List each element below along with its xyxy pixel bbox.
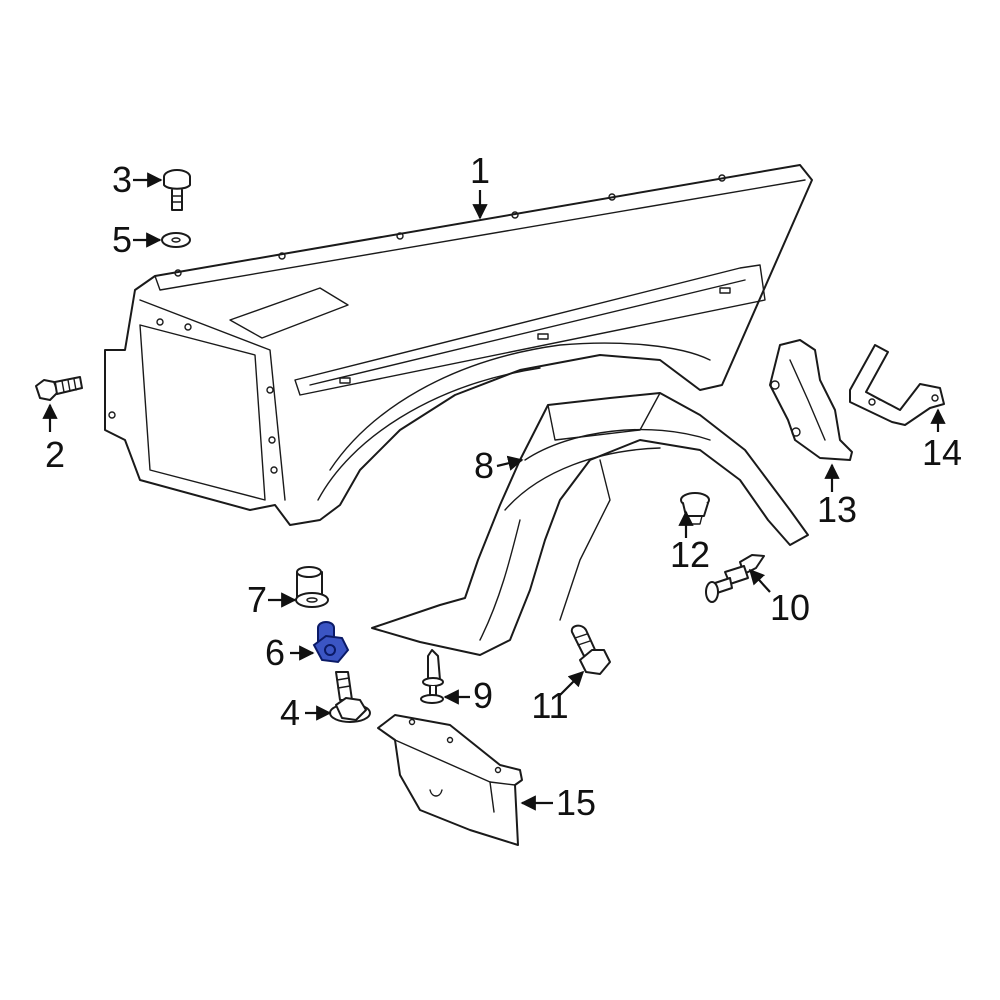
bolt-part-11[interactable] [570, 624, 611, 675]
callout-leaders [42, 172, 946, 811]
bracket-part-14[interactable] [849, 344, 945, 426]
callout-7[interactable]: 7 [247, 579, 267, 620]
fender-part-1[interactable] [104, 164, 813, 526]
leader-11 [559, 670, 585, 696]
callout-10[interactable]: 10 [770, 587, 810, 628]
callout-8[interactable]: 8 [474, 445, 494, 486]
spacer-part-7[interactable] [295, 566, 329, 608]
bolt-part-4[interactable] [329, 671, 371, 723]
callout-labels: 1 2 3 5 7 6 4 8 9 10 11 12 13 14 15 [45, 150, 962, 823]
nut-6-hex [312, 634, 350, 664]
callout-2[interactable]: 2 [45, 434, 65, 475]
bracket-part-13[interactable] [769, 339, 853, 461]
callout-4[interactable]: 4 [280, 692, 300, 733]
callout-15[interactable]: 15 [556, 782, 596, 823]
callout-11[interactable]: 11 [531, 685, 568, 726]
callout-13[interactable]: 13 [817, 489, 857, 530]
callout-12[interactable]: 12 [670, 534, 710, 575]
leader-8 [496, 455, 524, 471]
callout-3[interactable]: 3 [112, 159, 132, 200]
bolt-part-2[interactable] [35, 376, 83, 401]
shield-part-15[interactable] [377, 714, 523, 846]
screw-part-3[interactable] [163, 169, 191, 211]
callout-5[interactable]: 5 [112, 219, 132, 260]
callout-9[interactable]: 9 [473, 675, 493, 716]
liner-part-8[interactable] [371, 392, 809, 656]
callout-14[interactable]: 14 [922, 432, 962, 473]
callout-6[interactable]: 6 [265, 632, 285, 673]
clip-part-9[interactable] [420, 649, 444, 704]
callout-1[interactable]: 1 [470, 150, 490, 191]
washer-part-5[interactable] [161, 232, 191, 248]
leader-10 [748, 568, 771, 593]
pin-part-10[interactable] [705, 554, 765, 603]
nut-part-6[interactable] [312, 621, 350, 664]
